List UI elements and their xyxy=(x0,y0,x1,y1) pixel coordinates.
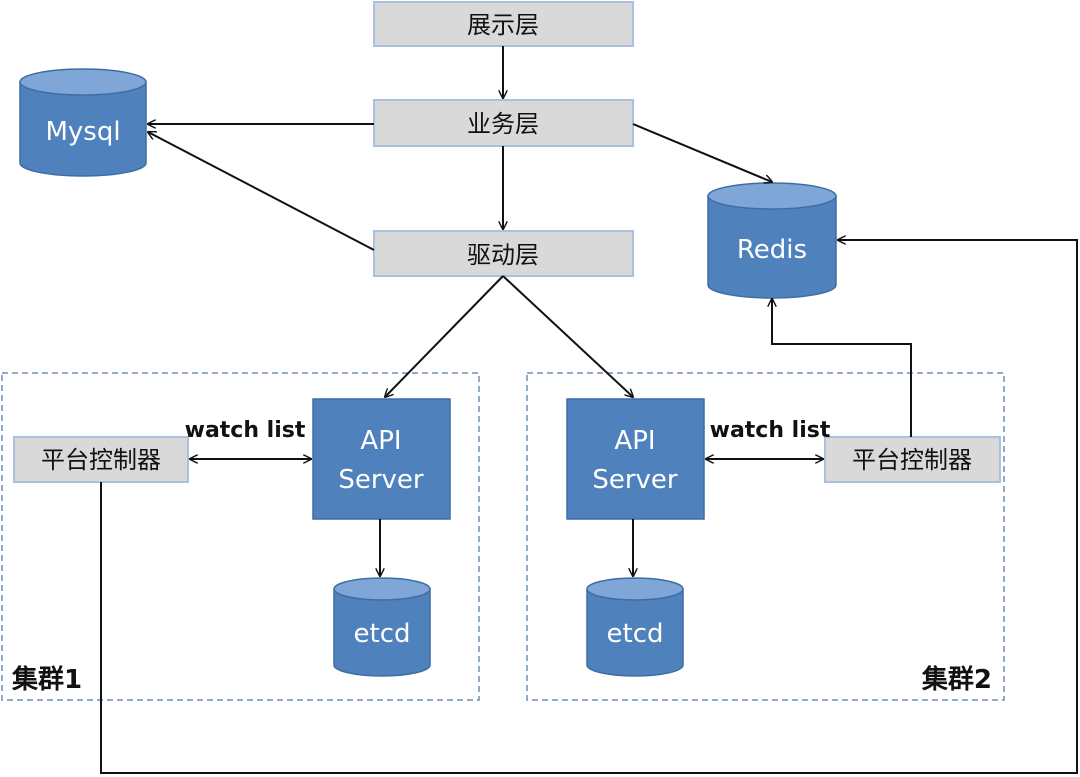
cluster-2-controller-label: 平台控制器 xyxy=(852,446,972,474)
cluster-1-api-line2: Server xyxy=(338,465,424,495)
cluster-1-etcd-label: etcd xyxy=(354,619,411,649)
cluster-1-name: 集群1 xyxy=(11,664,82,695)
arrow-driver-to-cluster-1-api xyxy=(385,275,504,397)
cluster-2-etcd-label: etcd xyxy=(607,619,664,649)
driver-layer-label: 驱动层 xyxy=(467,241,539,269)
cluster-2-boundary xyxy=(526,372,1005,701)
cluster-1-controller-label: 平台控制器 xyxy=(41,446,161,474)
arrow-cluster-1-controller-to-redis xyxy=(100,240,1078,774)
cluster-2-etcd: etcd xyxy=(586,577,684,677)
cluster-2-controller-box: 平台控制器 xyxy=(824,436,1001,483)
redis-label: Redis xyxy=(737,235,807,265)
business-layer-label: 业务层 xyxy=(467,110,539,138)
arrow-driver-to-mysql xyxy=(148,132,375,251)
redis-database: Redis xyxy=(707,182,837,299)
driver-layer-box: 驱动层 xyxy=(373,230,634,277)
cluster-1-boundary xyxy=(1,372,480,701)
cluster-2-watch-list-label: watch list xyxy=(710,418,831,443)
arrow-driver-to-cluster-2-api xyxy=(502,275,633,397)
cluster-1-watch-list-label: watch list xyxy=(185,418,306,443)
presentation-layer-label: 展示层 xyxy=(467,11,539,39)
cluster-1-etcd: etcd xyxy=(333,577,431,677)
cluster-2-api-line2: Server xyxy=(592,465,678,495)
cluster-2-api-server: API Server xyxy=(566,398,705,520)
mysql-label: Mysql xyxy=(45,117,120,147)
cluster-1-api-server: API Server xyxy=(312,398,451,520)
cluster-1-api-line1: API xyxy=(360,426,401,456)
arrow-cluster-2-controller-to-redis xyxy=(772,299,912,437)
cluster-2-api-line1: API xyxy=(614,426,655,456)
arrow-business-to-redis xyxy=(632,123,772,182)
presentation-layer-box: 展示层 xyxy=(373,1,634,47)
cluster-1-controller-box: 平台控制器 xyxy=(13,436,189,483)
business-layer-box: 业务层 xyxy=(373,99,634,147)
cluster-2-name: 集群2 xyxy=(921,664,992,695)
mysql-database: Mysql xyxy=(19,68,147,177)
